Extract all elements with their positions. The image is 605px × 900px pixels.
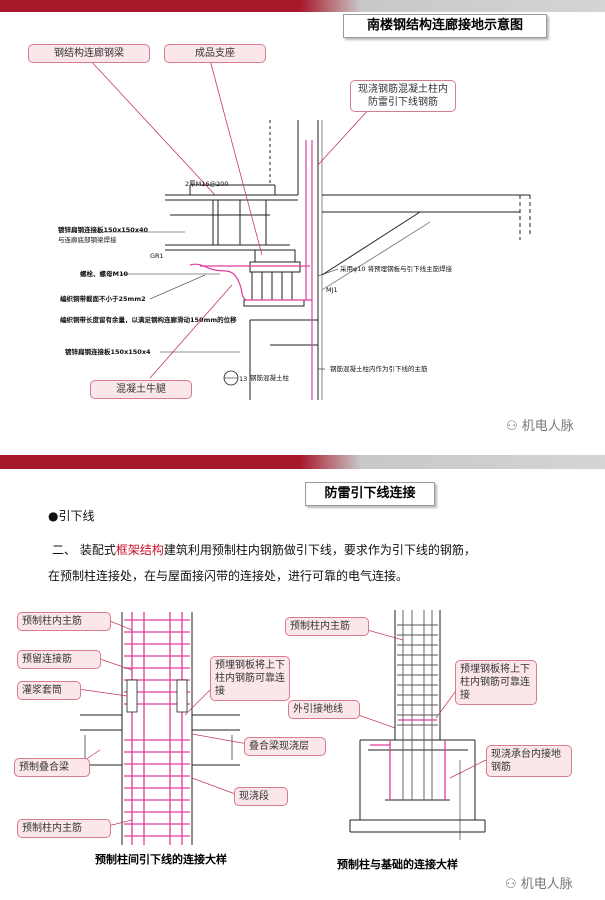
caption-left: 预制柱间引下线的连接大样 [95,853,227,866]
callout-corbel: 混凝土牛腿 [90,380,192,399]
paragraph-line1: 二、 装配式框架结构建筑利用预制柱内钢筋做引下线，要求作为引下线的钢筋， [52,543,476,557]
note-n12: 钢筋混凝土柱 [250,374,289,382]
paragraph-line2: 在预制柱连接处，在与屋面接闪带的连接处，进行可靠的电气连接。 [48,569,409,583]
callout-composite-layer: 叠合梁现浇层 [244,737,326,756]
top-structural-drawing [89,59,531,400]
callout-composite-beam: 预制叠合梁 [14,758,90,777]
wechat-icon: ⚇ [505,877,517,892]
note-n9: 采用φ10 将预埋钢板与引下线主筋焊接 [340,265,453,273]
caption-right: 预制柱与基础的连接大样 [337,858,458,871]
callout-cap-rebar: 现浇承台内接地钢筋 [486,745,572,777]
note-n1: 2厚M16@200 [185,180,229,188]
bullet-text: ●引下线 [48,509,95,523]
callout-grout-sleeve: 灌浆套筒 [17,681,81,700]
bottom-watermark: ⚇ 机电人脉 [505,877,573,892]
note-n6: 编织铜带截面不小于25mm2 [60,295,146,303]
note-n3: 与连廊底部钢梁焊接 [58,236,117,244]
note-n7: 编织铜带长度留有余量，以满足钢构连廊滑动150mm的位移 [60,316,237,324]
mid-banner [0,455,605,471]
wechat-icon: ⚇ [506,419,518,434]
callout-cast-section: 现浇段 [234,787,288,806]
note-n4: GR1 [150,252,164,260]
callout-reserved-rebar: 预留连接筋 [17,650,101,669]
bottom-title: 防雷引下线连接 [305,482,435,506]
note-n10: MJ1 [326,286,338,294]
callout-rebar: 现浇钢筋混凝土柱内防雷引下线钢筋 [350,80,456,112]
note-n8: 镀锌扁钢连接板150x150x4 [65,348,151,356]
callout-steel-plate-left: 预埋钢板将上下柱内钢筋可靠连接 [210,656,290,701]
callout-steel-plate-right: 预埋钢板将上下柱内钢筋可靠连接 [455,660,537,705]
top-banner [0,0,605,14]
top-watermark: ⚇ 机电人脉 [506,419,574,434]
callout-ground-wire: 外引接地线 [288,700,360,719]
callout-main-rebar-top: 预制柱内主筋 [17,612,111,631]
note-n11: 钢筋混凝土柱内作为引下线的主筋 [330,365,428,373]
callout-main-rebar-right: 预制柱内主筋 [285,617,369,636]
note-n5: 螺栓、螺母M10 [80,270,129,278]
callout-bearing: 成品支座 [164,44,266,63]
note-n13: 13 [239,375,248,383]
note-n2: 镀锌扁钢连接板150x150x40 [58,226,149,234]
top-title: 南楼钢结构连廊接地示意图 [343,14,547,38]
callout-main-rebar-bottom: 预制柱内主筋 [17,819,111,838]
callout-steel-beam: 钢结构连廊钢梁 [28,44,150,63]
